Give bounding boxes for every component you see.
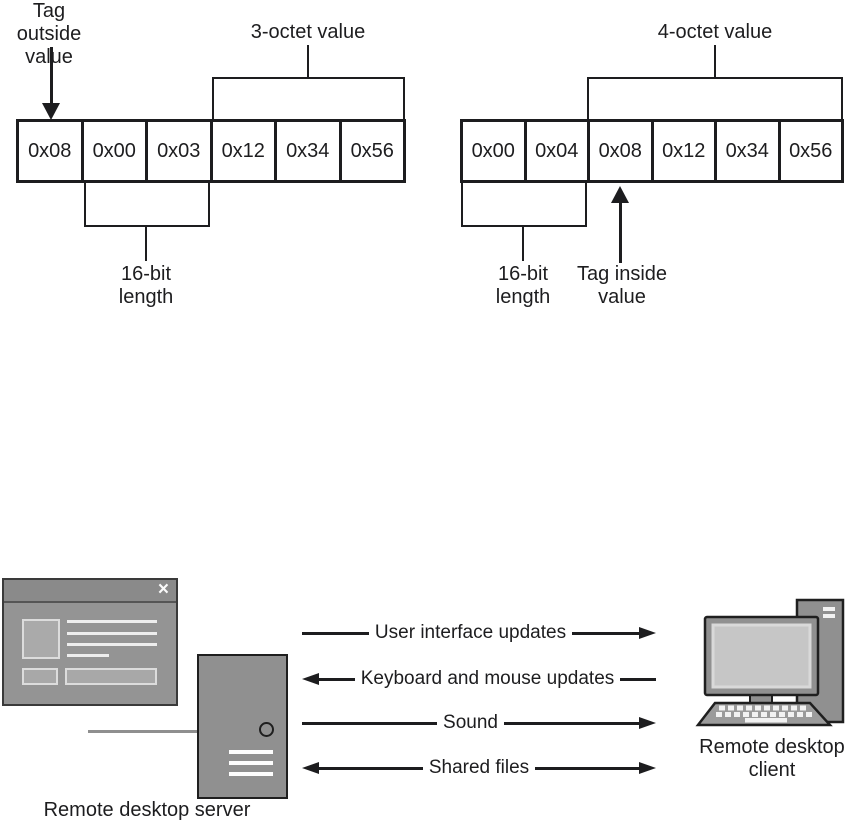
window-text-line <box>67 620 157 623</box>
channel-row-sound: Sound <box>302 711 657 735</box>
tower-slot <box>823 607 835 611</box>
window-text-line <box>67 632 157 635</box>
server-tower-icon <box>197 654 288 799</box>
arrowhead-left-icon <box>302 673 319 685</box>
length-bracket-bottom <box>461 225 587 227</box>
server-connector-line <box>88 730 198 733</box>
length-bracket-stem <box>522 227 524 261</box>
byte-box: 0x12 <box>213 122 277 180</box>
byte-box: 0x12 <box>654 122 717 180</box>
tag-outside-arrowhead-icon <box>42 103 60 120</box>
channel-line <box>302 631 369 635</box>
window-text-line <box>67 654 109 657</box>
channel-row-keyboard-mouse: Keyboard and mouse updates <box>302 667 657 691</box>
window-close-icon: × <box>157 579 169 600</box>
tag-outside-arrow-stem <box>50 47 53 105</box>
tower-slot <box>823 614 835 618</box>
byte-box: 0x56 <box>789 139 833 162</box>
tag-inside-label: Tag inside value <box>576 263 668 308</box>
byte-box: 0x34 <box>717 122 781 180</box>
power-button-icon <box>259 722 274 737</box>
tag-outside-label: Tag outside value <box>16 0 82 68</box>
tag-inside-arrowhead-icon <box>611 186 629 203</box>
arrowhead-right-icon <box>639 762 656 774</box>
window-thumbnail <box>22 619 60 659</box>
length-bracket-right <box>208 183 210 227</box>
byte-row-left: 0x08 0x00 0x03 0x12 0x34 0x56 <box>16 119 406 183</box>
channel-line <box>620 677 657 681</box>
channel-line <box>535 766 639 770</box>
value-bracket-stem <box>714 45 716 79</box>
server-vent-line <box>229 750 273 754</box>
byte-box: 0x00 <box>463 122 527 180</box>
app-window-icon: × <box>2 578 178 706</box>
arrowhead-right-icon <box>639 717 657 729</box>
byte-box: 0x08 <box>19 122 84 180</box>
byte-row-right: 0x00 0x04 0x08 0x12 0x34 0x56 <box>460 119 844 183</box>
value-bracket-left <box>587 77 589 119</box>
byte-box: 0x04 <box>527 122 590 180</box>
window-titlebar: × <box>4 579 176 603</box>
four-octet-value-label: 4-octet value <box>657 21 773 43</box>
channel-row-ui-updates: User interface updates <box>302 621 657 645</box>
value-bracket-top <box>212 77 405 79</box>
arrowhead-left-icon <box>302 762 319 774</box>
value-bracket-top <box>587 77 843 79</box>
arrowhead-right-icon <box>639 627 657 639</box>
byte-box: 0x34 <box>277 122 342 180</box>
three-octet-value-label: 3-octet value <box>250 21 366 43</box>
byte-box: 0x00 <box>84 122 148 180</box>
sixteen-bit-length-label-right: 16-bit length <box>495 263 551 308</box>
window-button <box>65 668 157 685</box>
value-bracket-stem <box>307 45 309 79</box>
value-bracket-right <box>841 77 843 119</box>
value-bracket-left <box>212 77 214 119</box>
window-button <box>22 668 58 685</box>
channel-line <box>302 721 438 725</box>
channel-row-shared-files: Shared files <box>302 756 656 780</box>
server-label: Remote desktop server <box>43 799 251 821</box>
monitor-screen <box>711 623 812 689</box>
length-bracket-right <box>585 183 587 227</box>
server-vent-line <box>229 761 273 765</box>
server-vent-line <box>229 772 273 776</box>
length-bracket-stem <box>145 227 147 261</box>
tag-inside-arrow-stem <box>619 201 622 263</box>
byte-box: 0x03 <box>148 122 213 180</box>
desktop-computer-icon <box>695 598 845 727</box>
keyboard-spacebar <box>745 718 787 723</box>
channel-label: Sound <box>443 712 498 733</box>
byte-box: 0x56 <box>350 139 394 162</box>
channel-label: Shared files <box>428 757 530 778</box>
channel-label: Keyboard and mouse updates <box>360 668 615 689</box>
channel-line <box>503 721 640 725</box>
channel-line <box>319 766 423 770</box>
length-bracket-bottom <box>84 225 210 227</box>
sixteen-bit-length-label-left: 16-bit length <box>118 263 174 308</box>
channel-label: User interface updates <box>374 622 567 643</box>
length-bracket-left <box>84 183 86 227</box>
channel-line <box>319 677 355 681</box>
client-label: Remote desktop client <box>699 736 845 781</box>
byte-box: 0x08 <box>590 122 654 180</box>
value-bracket-right <box>403 77 405 119</box>
channel-line <box>572 631 640 635</box>
length-bracket-left <box>461 183 463 227</box>
window-text-line <box>67 643 157 646</box>
